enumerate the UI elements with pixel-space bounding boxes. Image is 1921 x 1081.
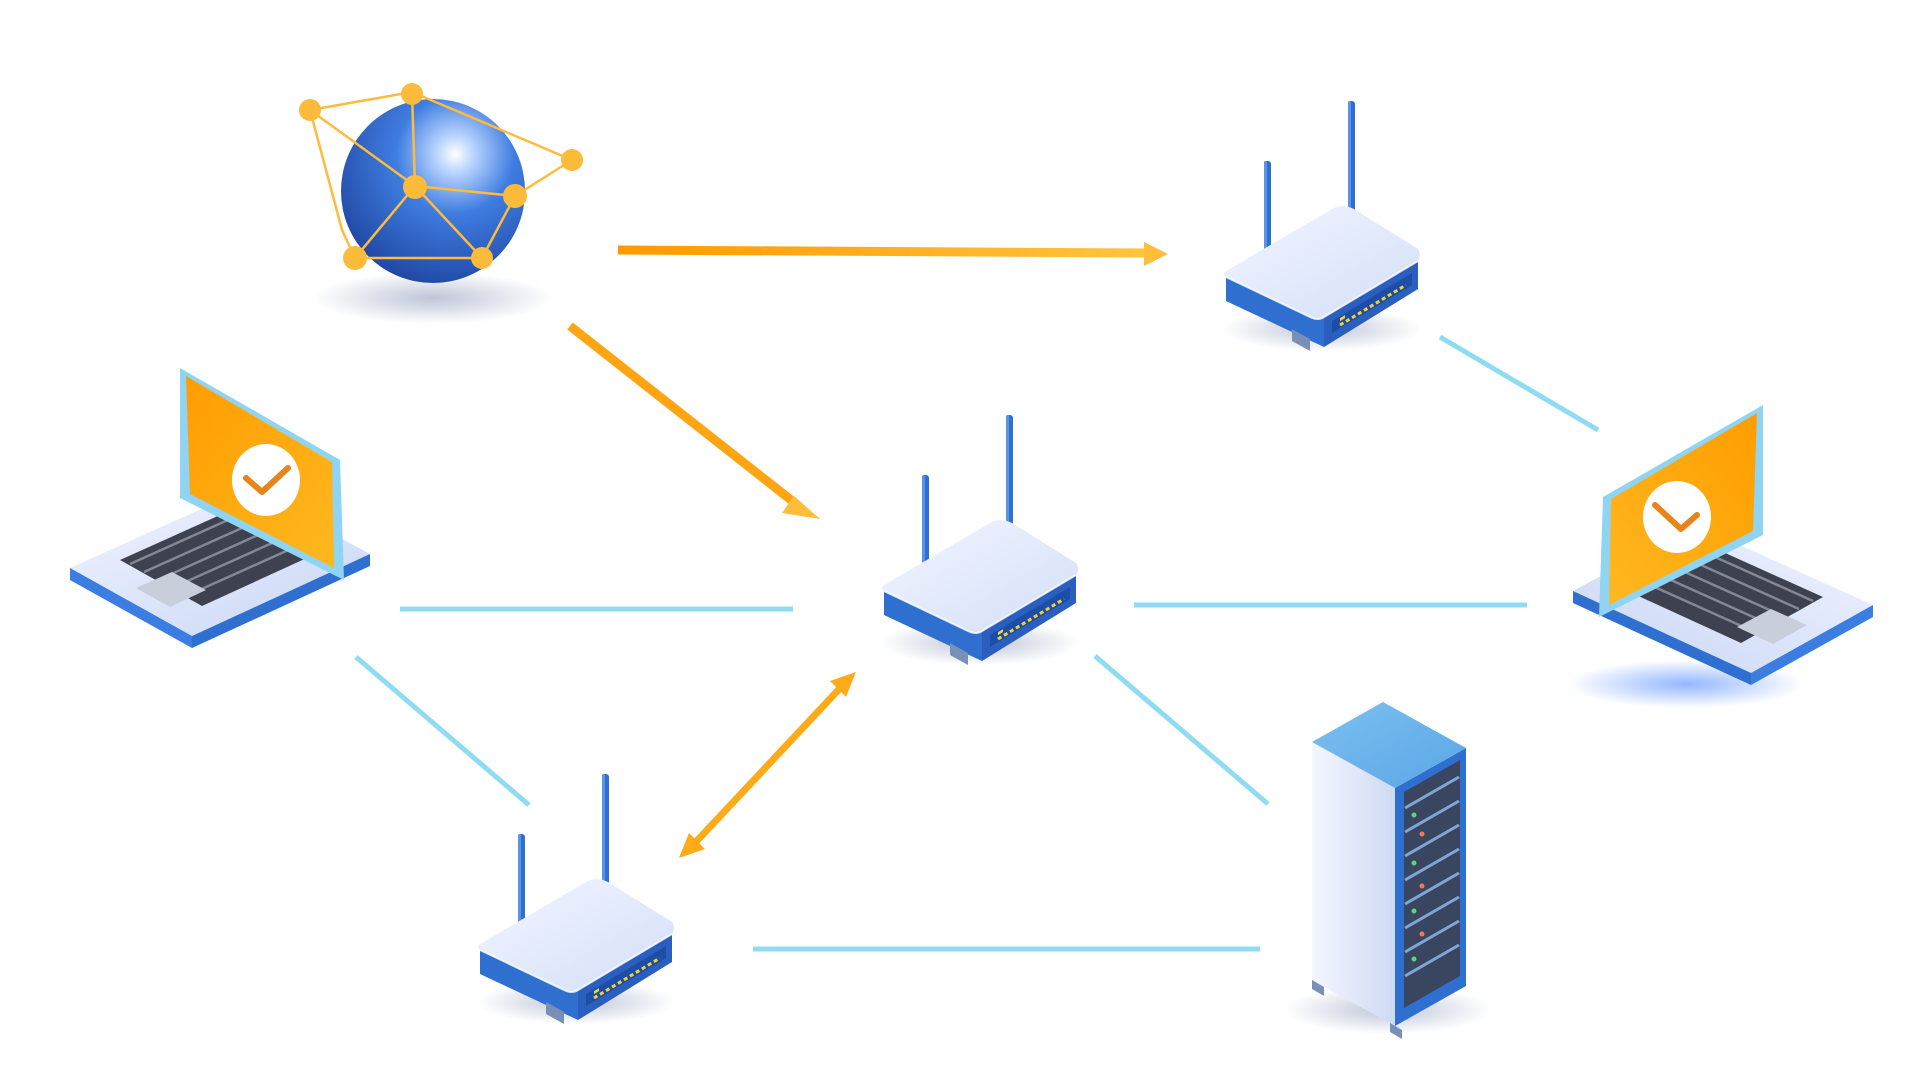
- laptop-left-icon: [70, 368, 370, 648]
- laptop-right-icon: [1573, 405, 1873, 685]
- router-center-icon: [878, 413, 1082, 667]
- laptop-right-group: [1568, 405, 1873, 708]
- arrowhead-down-left-icon: [679, 833, 705, 858]
- link-lines: [354, 334, 1600, 952]
- arrow-internet-to-router-center: [567, 322, 803, 511]
- router-bottom-left-icon: [474, 772, 678, 1026]
- globe-network-icon: [299, 83, 583, 324]
- arrow-internet-to-router-top-right: [617, 245, 1151, 258]
- arrow-router-center-to-router-bottom-left: [690, 682, 846, 848]
- arrowhead-right-icon: [1144, 242, 1168, 266]
- link-router-top-right-to-laptop-right: [1438, 334, 1600, 433]
- arrowhead-up-right-icon: [830, 672, 856, 697]
- arrowhead-down-right-icon: [782, 496, 820, 519]
- link-router-center-to-server-rack: [1093, 654, 1270, 806]
- server-rack-icon: [1284, 702, 1492, 1039]
- router-top-right-icon: [1220, 99, 1424, 353]
- data-flow-arrows: [567, 242, 1168, 858]
- link-laptop-left-to-router-bottom-left: [354, 655, 531, 807]
